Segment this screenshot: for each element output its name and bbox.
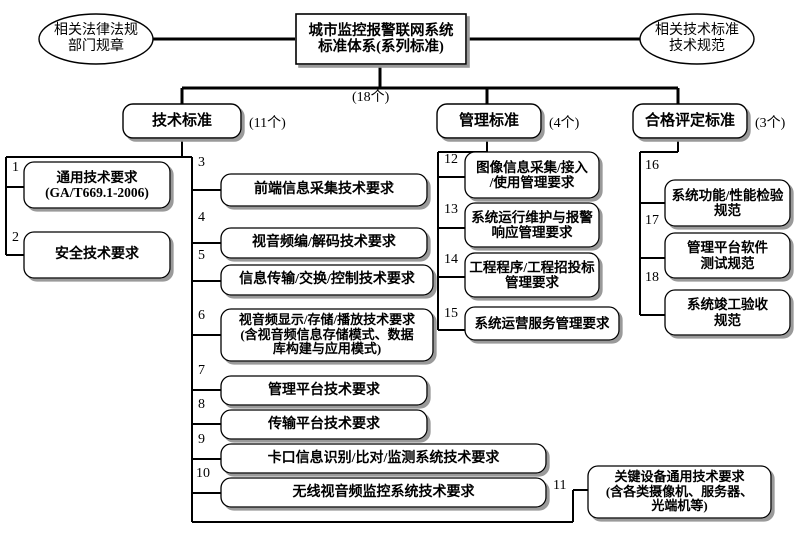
leaf-box-15 <box>464 306 620 341</box>
leaf-box-14 <box>464 252 600 298</box>
category-label-0: 技术标准 <box>151 112 212 129</box>
category-label-2: 合格评定标准 <box>644 112 735 129</box>
leaf-box-12 <box>464 151 600 199</box>
leaf-num-16: 16 <box>645 158 659 173</box>
leaf-num-5: 5 <box>198 248 205 263</box>
leaf-label-18: 系统竣工验收 规范 <box>687 297 768 328</box>
leaf-label-17: 管理平台软件 测试规范 <box>687 240 768 271</box>
leaf-num-2: 2 <box>12 230 19 245</box>
leaf-num-17: 17 <box>645 213 659 228</box>
leaf-label-2: 安全技术要求 <box>55 247 139 263</box>
leaf-num-15: 15 <box>444 306 458 321</box>
category-box-2 <box>632 103 748 139</box>
root-label: 城市监控报警联网系统 标准体系(系列标准) <box>308 22 454 55</box>
leaf-box-13 <box>464 202 600 248</box>
leaf-num-8: 8 <box>198 397 205 412</box>
ellipse-tech-norms-label: 相关技术标准 技术规范 <box>655 23 739 54</box>
leaf-label-16: 系统功能/性能检验 规范 <box>671 187 784 218</box>
leaf-box-11 <box>587 465 772 519</box>
leaf-num-10: 10 <box>196 466 210 481</box>
leaf-num-7: 7 <box>198 363 205 378</box>
leaf-box-18 <box>664 289 791 336</box>
leaf-box-5 <box>220 264 434 296</box>
leaf-label-1: 通用技术要求 (GA/T669.1-2006) <box>45 169 149 200</box>
leaf-num-6: 6 <box>198 308 205 323</box>
leaf-label-12: 图像信息采集/接入 /使用管理要求 <box>476 159 588 190</box>
leaf-label-8: 传输平台技术要求 <box>268 416 380 432</box>
category-count-1: (4个) <box>549 116 580 131</box>
leaf-box-7 <box>220 375 428 406</box>
leaf-box-8 <box>220 409 428 440</box>
leaf-box-2 <box>23 231 171 279</box>
leaf-label-5: 信息传输/交换/控制技术要求 <box>239 272 415 288</box>
leaf-num-4: 4 <box>198 210 205 225</box>
leaf-num-14: 14 <box>444 252 458 267</box>
leaf-num-18: 18 <box>645 270 659 285</box>
root-box <box>295 13 467 65</box>
ellipse-legal-label: 相关法律法规 部门规章 <box>54 23 138 54</box>
leaf-label-9: 卡口信息识别/比对/监测系统技术要求 <box>267 450 500 466</box>
leaf-box-6 <box>220 308 434 362</box>
leaf-label-15: 系统运营服务管理要求 <box>474 315 610 331</box>
root-count-label: (18个) <box>352 90 390 105</box>
leaf-num-3: 3 <box>198 155 205 170</box>
category-label-1: 管理标准 <box>458 112 519 129</box>
category-box-0 <box>122 103 242 139</box>
leaf-num-11: 11 <box>553 478 567 493</box>
leaf-box-16 <box>664 179 791 227</box>
leaf-label-10: 无线视音频监控系统技术要求 <box>292 484 475 500</box>
category-count-0: (11个) <box>249 116 286 131</box>
leaf-label-3: 前端信息采集技术要求 <box>254 182 394 198</box>
leaf-box-4 <box>220 227 428 259</box>
leaf-box-17 <box>664 232 791 279</box>
category-count-2: (3个) <box>755 116 786 131</box>
leaf-label-11: 关键设备通用技术要求 (含各类摄像机、服务器、 光端机等) <box>605 469 754 514</box>
leaf-label-14: 工程程序/工程招投标 管理要求 <box>469 259 595 290</box>
leaf-num-9: 9 <box>198 432 205 447</box>
leaf-num-13: 13 <box>444 202 458 217</box>
leaf-num-12: 12 <box>444 152 458 167</box>
leaf-label-13: 系统运行维护与报警 响应管理要求 <box>471 209 593 240</box>
leaf-box-9 <box>220 443 547 474</box>
ellipse-tech-norms <box>639 13 755 65</box>
leaf-label-6: 视音频显示/存储/播放技术要求 (含视音频信息存储模式、数据 库构建与应用模式) <box>238 312 416 357</box>
leaf-label-4: 视音频编/解码技术要求 <box>252 235 396 251</box>
leaf-box-1 <box>23 161 171 209</box>
leaf-num-1: 1 <box>12 160 19 175</box>
leaf-label-7: 管理平台技术要求 <box>268 382 380 398</box>
ellipse-legal <box>38 13 154 65</box>
leaf-box-3 <box>220 173 428 207</box>
category-box-1 <box>436 103 542 139</box>
leaf-box-10 <box>220 477 547 508</box>
